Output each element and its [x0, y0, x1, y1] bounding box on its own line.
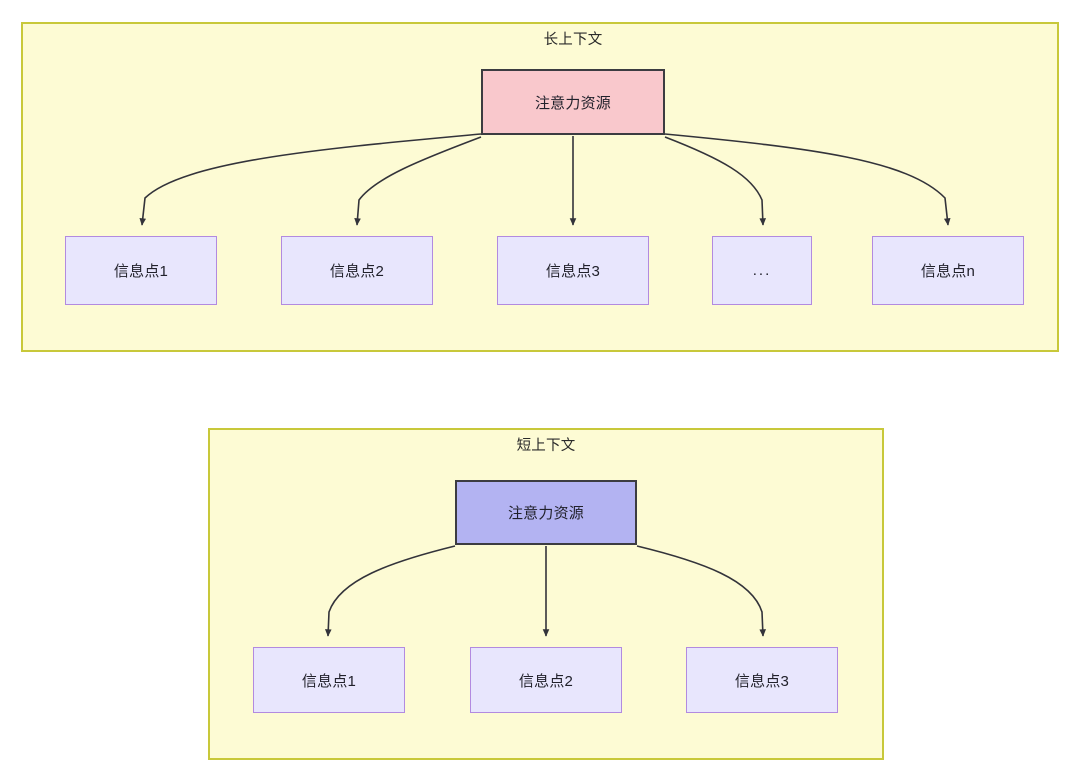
node-attention-resource-long[interactable]: 注意力资源 [481, 69, 665, 135]
panel-long-context-title: 长上下文 [543, 32, 603, 48]
node-info-point-long-2[interactable]: 信息点2 [281, 236, 433, 305]
node-info-point-long-1[interactable]: 信息点1 [65, 236, 217, 305]
node-attention-resource-short[interactable]: 注意力资源 [455, 480, 637, 545]
node-info-point-long-n[interactable]: 信息点n [872, 236, 1024, 305]
node-info-point-short-1[interactable]: 信息点1 [253, 647, 405, 713]
node-info-point-short-2[interactable]: 信息点2 [470, 647, 622, 713]
node-info-point-short-3[interactable]: 信息点3 [686, 647, 838, 713]
node-info-point-long-ellipsis[interactable]: ... [712, 236, 812, 305]
node-info-point-long-3[interactable]: 信息点3 [497, 236, 649, 305]
panel-short-context-title: 短上下文 [516, 438, 576, 454]
